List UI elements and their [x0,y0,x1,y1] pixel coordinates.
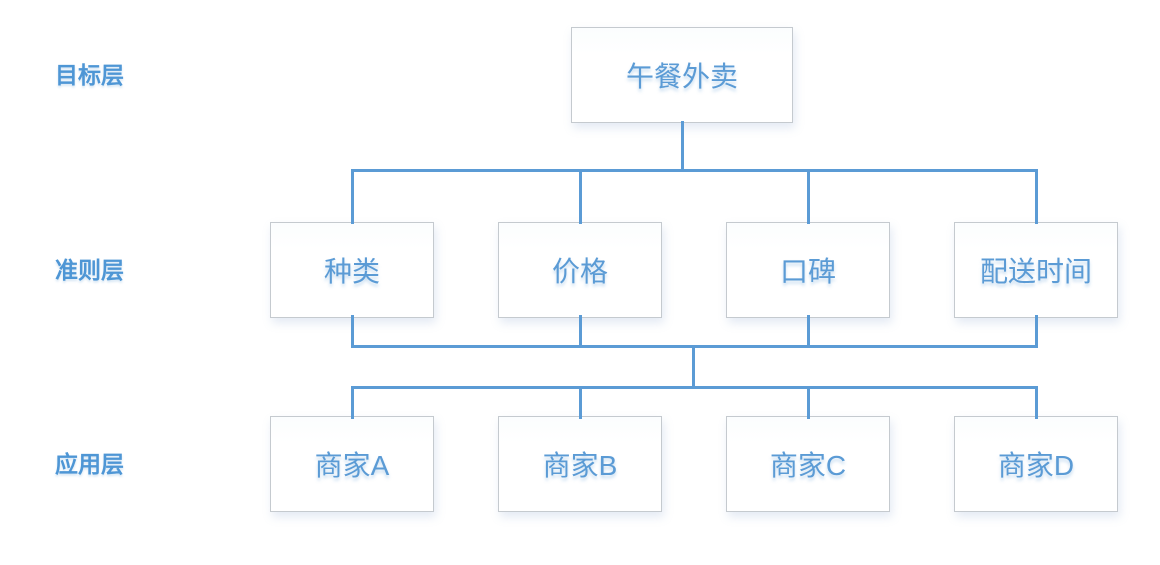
criteria-node-review: 口碑 [726,222,890,318]
application-node-c: 商家C [726,416,890,512]
connector-criteria-drop-1 [350,169,354,224]
connector-criteria-drop-3 [806,169,810,224]
connector-collector-rise-2 [578,315,582,347]
connector-criteria-drop-4 [1034,169,1038,224]
criteria-node-type: 种类 [270,222,434,318]
criteria-node-delivery: 配送时间 [954,222,1118,318]
connector-application-drop-2 [578,386,582,419]
connector-application-bus [350,385,1038,389]
goal-node: 午餐外卖 [571,27,793,123]
layer-label-application: 应用层 [55,451,124,477]
connector-criteria-bus [350,169,1038,172]
connector-collector-rise-4 [1034,315,1038,347]
application-node-a: 商家A [270,416,434,512]
application-node-d: 商家D [954,416,1118,512]
layer-label-criteria: 准则层 [55,257,124,283]
application-node-b: 商家B [498,416,662,512]
connector-application-drop-1 [350,386,354,419]
connector-goal-drop [680,121,684,171]
connector-application-drop-4 [1034,386,1038,419]
connector-application-drop-3 [806,386,810,419]
connector-collector-rise-3 [806,315,810,347]
connector-middle-drop [691,346,695,388]
connector-criteria-drop-2 [578,169,582,224]
connector-collector-rise-1 [350,315,354,347]
layer-label-goal: 目标层 [55,62,124,88]
criteria-node-price: 价格 [498,222,662,318]
